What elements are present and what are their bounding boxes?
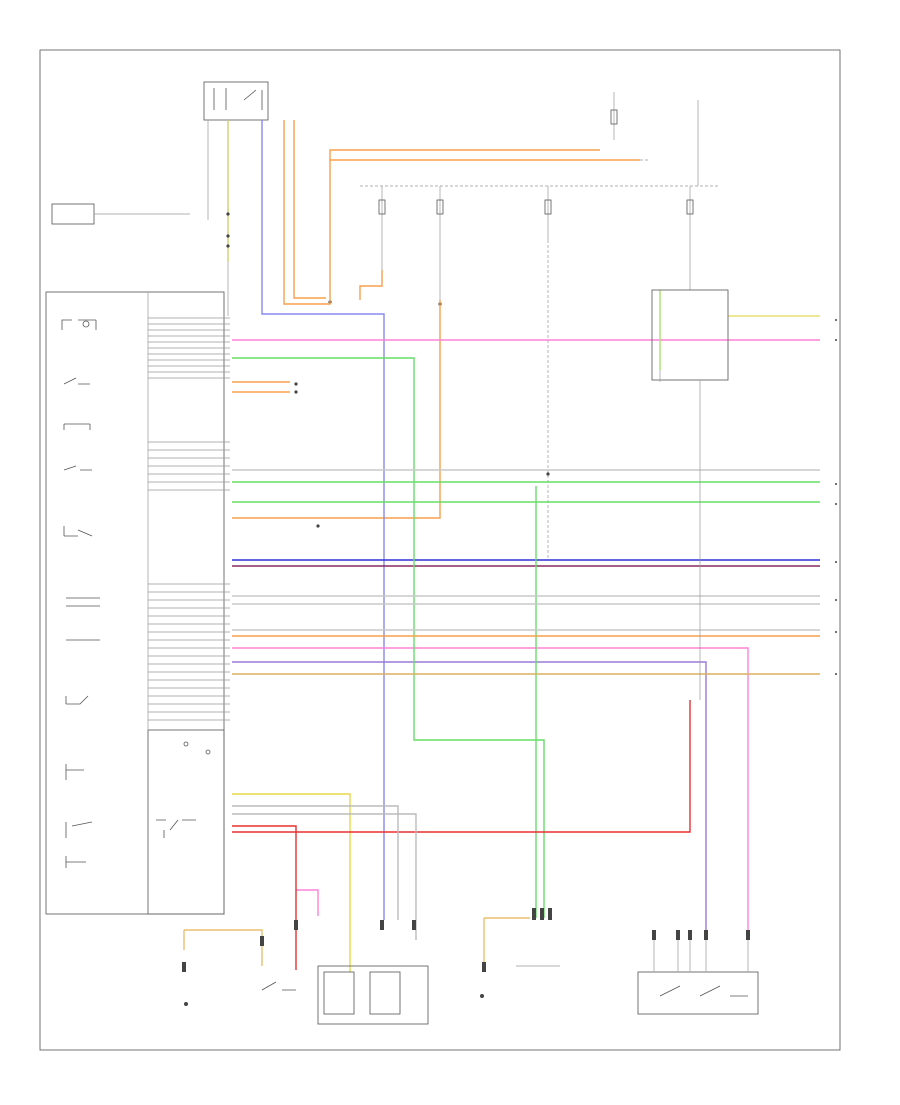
orange-wire-ignition-1 — [283, 120, 600, 305]
module-pin-lines-lower — [148, 583, 230, 721]
pink-wire-right — [232, 647, 749, 930]
fuse-symbols — [378, 109, 694, 215]
fuse-drops — [381, 92, 699, 300]
orange-wire-fuse-a — [359, 270, 383, 300]
bottom-left-switch-contacts — [261, 981, 296, 991]
orange-wire-module-pair — [232, 381, 290, 393]
bottom-component-box — [317, 965, 429, 1025]
left-control-module-box — [51, 203, 95, 225]
ignition-switch-box — [203, 81, 269, 121]
bottom-right-switch-contacts — [659, 985, 748, 997]
bottom-component-inner-right — [369, 971, 401, 1015]
violet-wire-right — [232, 661, 707, 930]
red-wire-lower-left — [232, 825, 297, 970]
right-edge-terminals — [835, 319, 837, 675]
gray-wire-lower-2 — [232, 813, 417, 940]
bottom-connector-stubs — [182, 908, 750, 972]
bottom-vertical-leads — [653, 940, 749, 972]
diagram-frame — [39, 49, 841, 1051]
gray-wire-lower-1 — [232, 805, 399, 920]
connector-glyphs — [184, 212, 550, 1006]
tan-wire-bottom-sensor — [483, 917, 530, 962]
pink-wire-lower — [296, 889, 319, 916]
module-pin-lines-upper — [148, 317, 230, 379]
bottom-right-switch-box — [637, 971, 759, 1015]
yellow-wire-bottom-left — [183, 929, 263, 966]
control-module-sub-box — [147, 729, 225, 915]
orange-wire-fuse-b — [232, 300, 441, 519]
bottom-component-inner-left — [323, 971, 355, 1015]
module-pin-lines-middle — [148, 441, 230, 491]
ignition-switch-contacts — [213, 88, 263, 110]
blue-wire-ignition-down — [261, 120, 385, 920]
relay-box-outline — [651, 289, 729, 381]
red-wire-lower-right — [232, 700, 691, 833]
control-module-box — [45, 291, 225, 915]
yellow-wire-lower — [232, 793, 351, 972]
module-switch-symbols — [61, 319, 211, 868]
orange-wire-ignition-2 — [293, 120, 326, 299]
green-wire-long — [232, 357, 545, 918]
gray-bus-wires — [232, 469, 820, 631]
